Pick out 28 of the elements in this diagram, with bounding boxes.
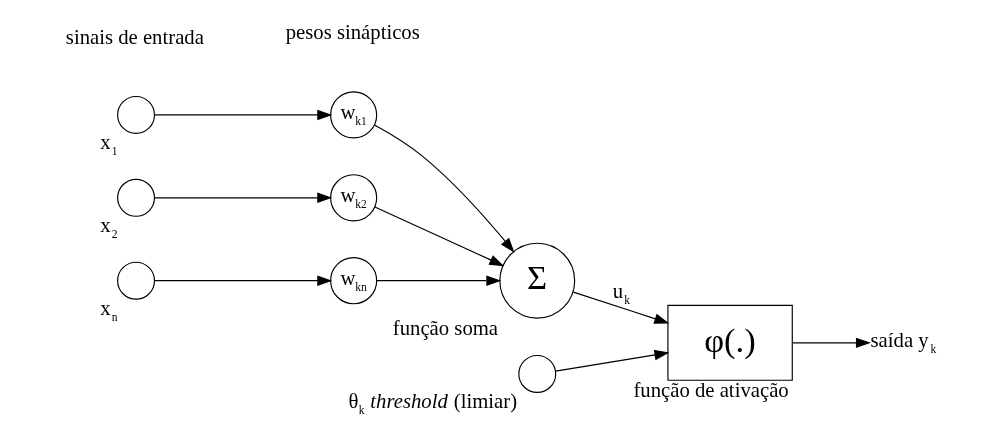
node-box: φ(.) — [666, 304, 793, 381]
node-circle — [116, 261, 155, 300]
node-circle — [116, 95, 155, 134]
arrow — [373, 205, 504, 266]
arrow — [572, 291, 669, 324]
node-label: x$_{2}$ — [99, 213, 118, 240]
arrow — [153, 192, 332, 203]
node-text: saída y$_{k}$ — [870, 328, 936, 355]
arrow — [375, 274, 501, 286]
edge-label: u$_{k}$ — [612, 279, 630, 306]
node-label: x$_{1}$ — [99, 130, 118, 157]
node-circle: w$_{kn}$ — [329, 256, 377, 304]
node-label: função de ativação — [632, 378, 789, 401]
label: pesos sinápticos — [285, 20, 420, 43]
node-circle: w$_{k2}$ — [329, 173, 377, 221]
arrow — [373, 123, 514, 253]
node-circle: w$_{k1}$ — [329, 90, 377, 138]
label: sinais de entrada — [65, 25, 204, 48]
arrow — [153, 109, 332, 120]
node-label: x$_{n}$ — [99, 296, 118, 323]
node-label: função soma — [392, 316, 498, 339]
node-label: θ$_{k}$ threshold (limiar) — [347, 389, 517, 416]
node-circle — [517, 354, 556, 393]
arrow — [791, 337, 871, 348]
arrow — [554, 349, 669, 372]
arrow — [153, 274, 332, 286]
node-circle — [116, 178, 155, 217]
node-circle: Σ — [498, 242, 575, 319]
